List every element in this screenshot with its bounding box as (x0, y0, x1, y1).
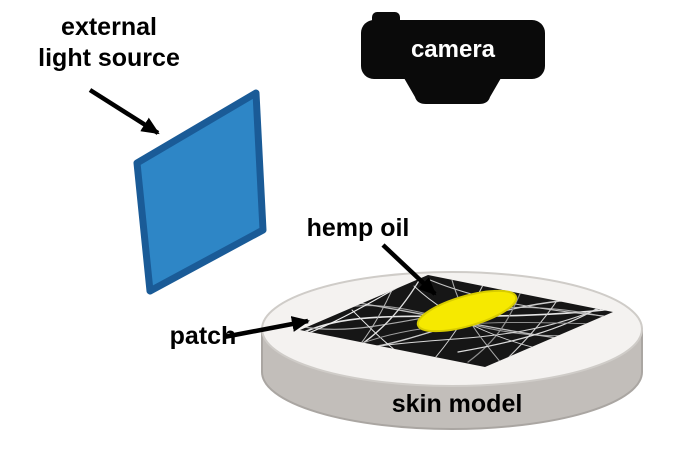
camera-label: camera (410, 35, 496, 63)
patch-arrow (223, 316, 310, 340)
light-source-panel (133, 89, 267, 295)
camera-stand (404, 78, 501, 104)
patch-shape (300, 275, 613, 367)
skin-model-label: skin model (391, 390, 523, 418)
hemp-oil-drop (416, 289, 518, 333)
camera-body (361, 20, 545, 79)
hemp-oil-arrow (381, 243, 437, 296)
light-source-arrow (88, 88, 160, 135)
patch-label: patch (169, 322, 237, 350)
external-light-source-label: external light source (38, 13, 180, 72)
hemp-oil-label: hemp oil (306, 214, 410, 242)
annotation-arrows (88, 88, 437, 340)
camera-icon (361, 12, 545, 104)
